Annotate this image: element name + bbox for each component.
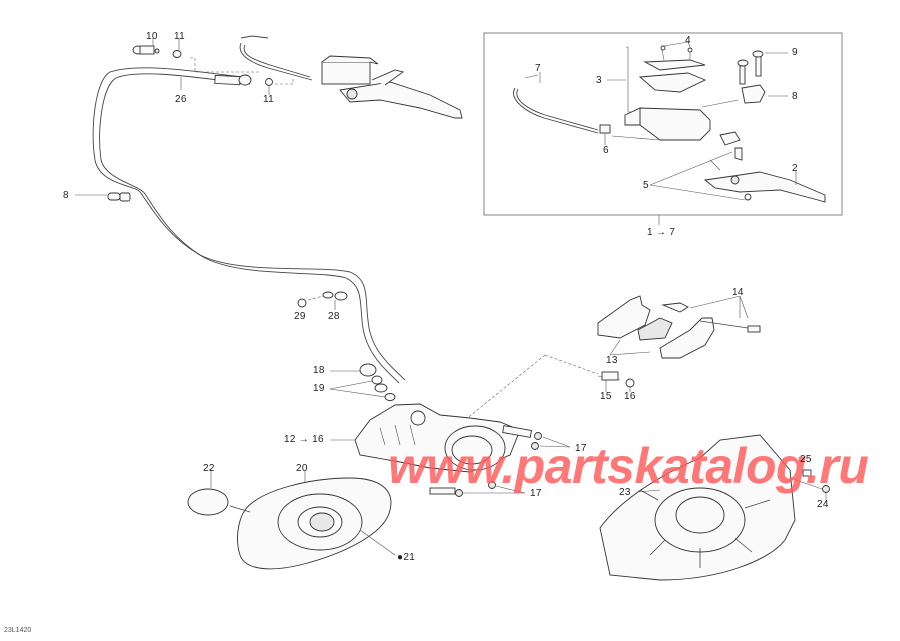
inset-master-cylinder-exploded bbox=[513, 41, 826, 203]
callout-7[interactable]: 7 bbox=[535, 63, 541, 74]
callout-12-to-16[interactable]: 12 → 16 bbox=[284, 434, 324, 445]
callout-14[interactable]: 14 bbox=[732, 287, 744, 298]
callout-1-to-7[interactable]: 1 → 7 bbox=[647, 227, 676, 238]
callout-4[interactable]: 4 bbox=[685, 35, 691, 46]
callout-28[interactable]: 28 bbox=[328, 311, 340, 322]
callout-8[interactable]: 8 bbox=[63, 190, 69, 201]
callout-22[interactable]: 22 bbox=[203, 463, 215, 474]
callout-10[interactable]: 10 bbox=[146, 31, 158, 42]
brake-disc-part bbox=[237, 477, 392, 570]
hose-clip-part bbox=[322, 291, 348, 301]
callout-9[interactable]: 9 bbox=[792, 47, 798, 58]
callout-26[interactable]: 26 bbox=[175, 94, 187, 105]
callout-18[interactable]: 18 bbox=[313, 365, 325, 376]
banjo-bolt-part bbox=[132, 45, 160, 55]
callout-17[interactable]: 17 bbox=[530, 488, 542, 499]
callout-11[interactable]: 11 bbox=[174, 31, 185, 42]
clip-part bbox=[107, 192, 131, 202]
callout-25[interactable]: 25 bbox=[800, 454, 812, 465]
callout-8[interactable]: 8 bbox=[792, 91, 798, 102]
callout-21[interactable]: ●21 bbox=[397, 552, 416, 563]
brake-pads-part bbox=[597, 295, 715, 359]
callout-29[interactable]: 29 bbox=[294, 311, 306, 322]
callout-24[interactable]: 24 bbox=[817, 499, 829, 510]
diagram-reference-code: 23L1420 bbox=[4, 627, 32, 634]
callout-13[interactable]: 13 bbox=[606, 355, 618, 366]
callout-16[interactable]: 16 bbox=[624, 391, 636, 402]
callout-6[interactable]: 6 bbox=[603, 145, 609, 156]
callout-23[interactable]: 23 bbox=[619, 487, 631, 498]
callout-17[interactable]: 17 bbox=[575, 443, 587, 454]
inset-frame bbox=[483, 32, 843, 216]
callout-5[interactable]: 5 bbox=[643, 180, 649, 191]
callout-20[interactable]: 20 bbox=[296, 463, 308, 474]
o-ring-part bbox=[187, 488, 229, 516]
callout-2[interactable]: 2 bbox=[792, 163, 798, 174]
master-cylinder-assembly bbox=[239, 35, 463, 119]
callout-3[interactable]: 3 bbox=[596, 75, 602, 86]
callout-11[interactable]: 11 bbox=[263, 94, 274, 105]
callout-15[interactable]: 15 bbox=[600, 391, 612, 402]
brake-caliper-part bbox=[354, 403, 521, 473]
disc-guard-part bbox=[599, 434, 796, 581]
callout-19[interactable]: 19 bbox=[313, 383, 325, 394]
